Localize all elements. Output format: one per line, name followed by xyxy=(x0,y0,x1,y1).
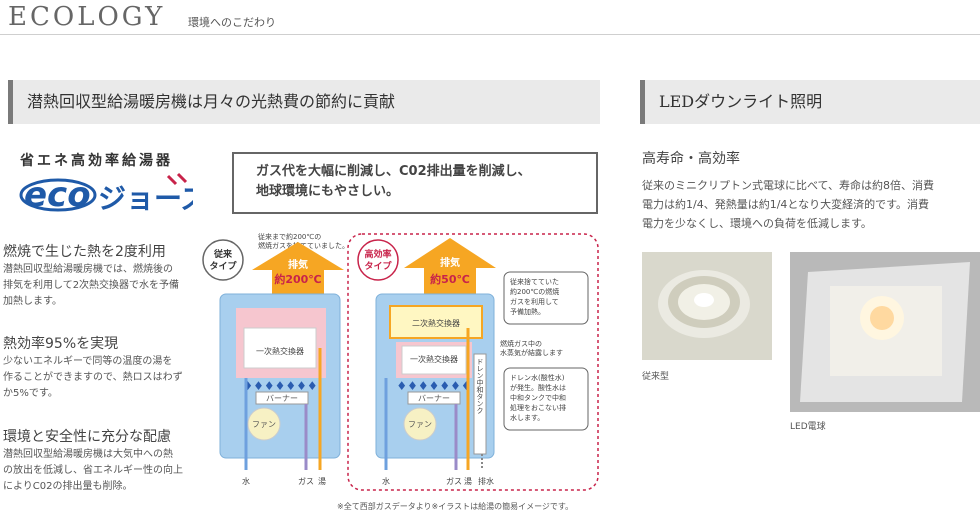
page-subtitle: 環境へのこだわり xyxy=(188,16,276,29)
drain-tank-label: ドレン中和タンク xyxy=(476,358,484,414)
feature-3-line: 潜熱回収型給湯暖房機は大気中への熱 xyxy=(3,449,173,460)
hi-note3-l5: 水します。 xyxy=(510,413,544,422)
std-note-l1: 従来まで約200℃の xyxy=(258,232,321,241)
flame-icon: ♦♦♦♦♦♦♦ xyxy=(242,379,317,393)
feature-title-3: 環境と安全性に充分な配慮 xyxy=(3,429,171,445)
hi-pipe-water: 水 xyxy=(382,476,390,486)
hi-burner: バーナー xyxy=(418,394,450,403)
photo-caption-conventional: 従来型 xyxy=(642,372,670,382)
feature-2-line: 作ることができますので、熱ロスはわず xyxy=(3,372,183,383)
hi-note1-l1: 従来捨てていた xyxy=(510,277,559,286)
ecojozu-logo: eco ジョーズ xyxy=(18,170,209,222)
feature-title-1: 燃焼で生じた熱を2度利用 xyxy=(3,244,166,260)
led-desc-line: 電力を少なくし、環境への負荷を低減します。 xyxy=(642,217,872,230)
boiler-diagram: 従来 タイプ 従来まで約200℃の 燃焼ガスを捨てていました。 排気 約200℃… xyxy=(202,232,599,491)
led-description: 従来のミニクリプトン式電球に比べて、寿命は約8倍、消費 電力は約1/4、発熱量は… xyxy=(642,176,974,233)
diagram-footnote: ※全て西部ガスデータより※イラストは給湯の簡易イメージです。 xyxy=(337,502,574,511)
hi-note3-l3: 中和タンクで中和 xyxy=(510,393,566,402)
feature-text-1: 潜熱回収型給湯暖房機では、燃焼後の 排気を利用して2次熱交換器で水を予備 加熱し… xyxy=(3,262,199,310)
photo-caption-led: LED電球 xyxy=(790,422,826,432)
std-exhaust-l2: 約200℃ xyxy=(274,272,321,286)
hi-note3-l1: ドレン水(酸性水) xyxy=(510,373,565,382)
hi-primary-hx: 一次熱交換器 xyxy=(410,354,458,364)
feature-1-line: 潜熱回収型給湯暖房機では、燃焼後の xyxy=(3,264,173,275)
standard-type-badge xyxy=(202,239,244,281)
hi-secondary-hx: 二次熱交換器 xyxy=(412,318,460,328)
std-pipe-gas: ガス xyxy=(298,476,314,486)
hi-type-badge xyxy=(357,239,399,281)
std-fan: ファン xyxy=(252,420,276,429)
header-divider xyxy=(0,34,980,35)
led-downlight-photo xyxy=(790,252,980,412)
feature-3-line: によりC02の排出量も削除。 xyxy=(3,481,133,492)
callout-line-1: ガス代を大幅に削減し、C02排出量を削減し、 xyxy=(256,164,531,179)
std-burner: バーナー xyxy=(266,394,298,403)
std-badge-l2: タイプ xyxy=(209,260,237,272)
feature-2-line: か5%です。 xyxy=(3,388,58,399)
svg-text:eco: eco xyxy=(24,175,91,215)
standard-type-unit: 従来 タイプ 従来まで約200℃の 燃焼ガスを捨てていました。 排気 約200℃… xyxy=(202,232,349,486)
hi-note2-l2: 水蒸気が結露します xyxy=(500,348,563,357)
std-exhaust-arrow-icon xyxy=(252,242,344,298)
hi-exhaust-l2: 約50℃ xyxy=(430,272,470,286)
high-efficiency-unit: 高効率 タイプ 排気 約50℃ 二次熱交換器 一次熱交換器 ♦♦♦♦♦♦♦ バー… xyxy=(347,233,599,491)
conventional-downlight-photo xyxy=(642,252,772,360)
hi-pipe-gas: ガス xyxy=(446,476,462,486)
page-title: ECOLOGY xyxy=(8,2,166,32)
led-desc-line: 従来のミニクリプトン式電球に比べて、寿命は約8倍、消費 xyxy=(642,179,935,192)
hi-note3-l2: が発生。酸性水は xyxy=(510,383,566,392)
hi-badge-l2: タイプ xyxy=(364,260,392,272)
led-desc-line: 電力は約1/4、発熱量は約1/4となり大変経済的です。消費 xyxy=(642,198,929,211)
flame-icon: ♦♦♦♦♦♦♦ xyxy=(396,379,471,393)
std-pipe-hot: 湯 xyxy=(318,476,326,486)
feature-3-line: の放出を低減し、省エネルギー性の向上 xyxy=(3,465,183,476)
feature-1-line: 排気を利用して2次熱交換器で水を予備 xyxy=(3,280,180,291)
hi-pipe-drain: 排水 xyxy=(478,476,494,486)
std-primary-hx: 一次熱交換器 xyxy=(256,346,304,356)
fan-icon xyxy=(403,407,437,441)
hi-badge-l1: 高効率 xyxy=(364,248,391,260)
std-badge-l1: 従来 xyxy=(213,248,233,260)
feature-1-line: 加熱します。 xyxy=(3,296,62,307)
feature-text-2: 少ないエネルギーで同等の温度の湯を 作ることができますので、熱ロスはわず か5%… xyxy=(3,354,199,402)
led-subheading: 高寿命・高効率 xyxy=(642,151,740,167)
section-heading-led: LEDダウンライト照明 xyxy=(640,80,980,124)
logo-caption: 省エネ高効率給湯器 xyxy=(20,153,173,169)
hi-note3-l4: 処理をおこない排 xyxy=(510,403,566,412)
section-heading-boiler: 潜熱回収型給湯暖房機は月々の光熱費の節約に貢献 xyxy=(8,80,600,124)
hi-fan: ファン xyxy=(408,420,432,429)
feature-text-3: 潜熱回収型給湯暖房機は大気中への熱 の放出を低減し、省エネルギー性の向上 により… xyxy=(3,447,199,495)
callout-line-2: 地球環境にもやさしい。 xyxy=(256,184,400,199)
std-pipe-water: 水 xyxy=(242,476,250,486)
std-exhaust-l1: 排気 xyxy=(288,258,308,271)
fan-icon xyxy=(247,407,281,441)
hi-exhaust-arrow-icon xyxy=(404,238,496,298)
hi-note-box-3 xyxy=(503,367,589,431)
hi-pipe-hot: 湯 xyxy=(464,476,472,486)
hi-note2-l1: 燃焼ガス中の xyxy=(500,339,542,348)
hi-note-box-1 xyxy=(503,271,589,325)
feature-2-line: 少ないエネルギーで同等の温度の湯を xyxy=(3,356,173,367)
hi-exhaust-l1: 排気 xyxy=(440,256,460,269)
svg-text:ジョーズ: ジョーズ xyxy=(98,182,193,215)
callout-box: ガス代を大幅に削減し、C02排出量を削減し、 地球環境にもやさしい。 xyxy=(232,152,598,214)
hi-note1-l2: 約200℃の燃焼 xyxy=(510,287,559,296)
hi-note1-l3: ガスを利用して xyxy=(510,297,559,306)
feature-title-2: 熱効率95%を実現 xyxy=(3,336,119,352)
hi-note1-l4: 予備加熱。 xyxy=(510,307,545,316)
